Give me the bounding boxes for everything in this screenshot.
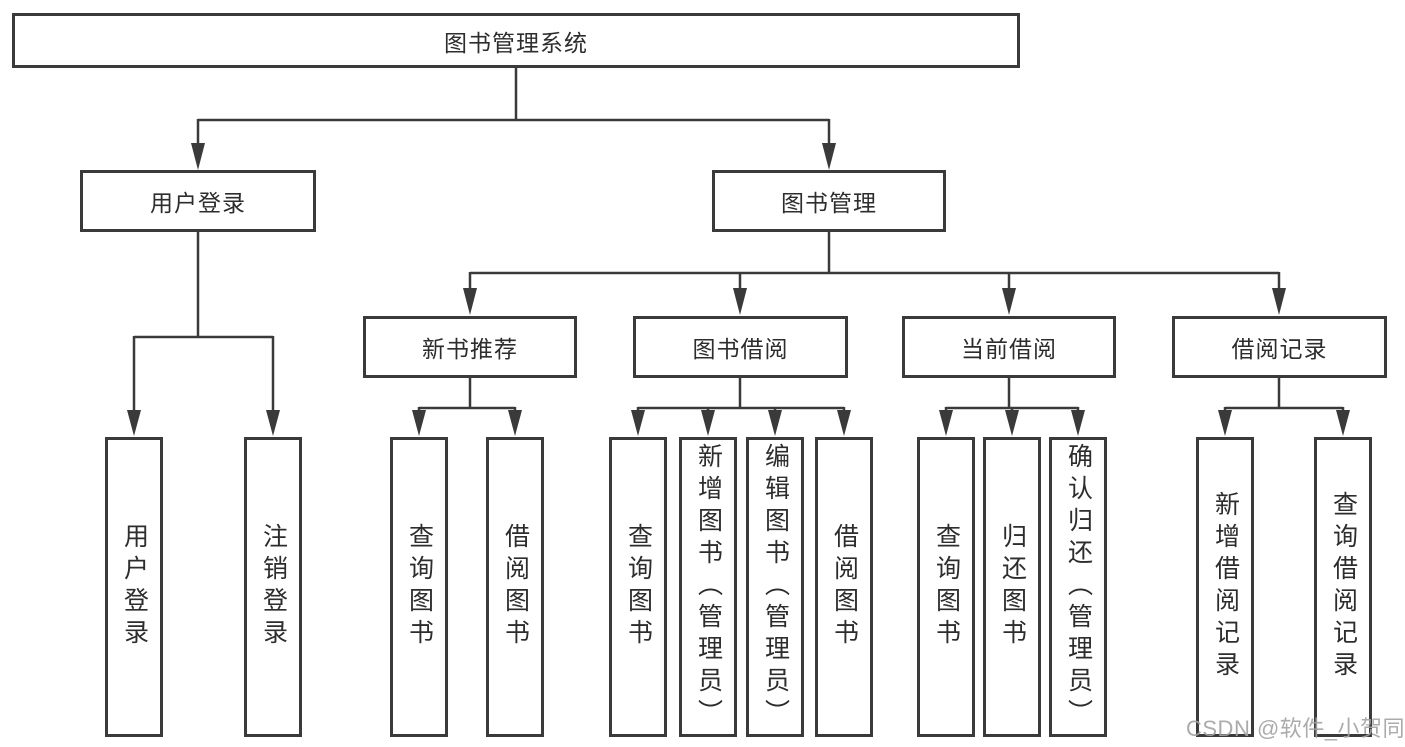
- leaf-user-login: 用户登录: [105, 437, 163, 737]
- leaf-recommend-query-books-label: 查询图书: [405, 523, 434, 651]
- leaf-current-return-books-label: 归还图书: [998, 523, 1027, 651]
- leaf-user-login-label: 用户登录: [120, 523, 149, 651]
- leaf-borrowing-query-books-label: 查询图书: [624, 523, 653, 651]
- leaf-current-query-books-label: 查询图书: [932, 523, 961, 651]
- leaf-borrowing-add-books-admin: 新增图书（管理员）: [679, 437, 737, 737]
- leaf-records-query-record-label: 查询借阅记录: [1329, 491, 1358, 683]
- node-borrowing-records: 借阅记录: [1172, 316, 1387, 378]
- leaf-recommend-query-books: 查询图书: [390, 437, 448, 737]
- leaf-current-return-books: 归还图书: [983, 437, 1041, 737]
- arrowheads: [127, 143, 1350, 436]
- csdn-watermark: CSDN @软件_小贺同学: [1186, 716, 1405, 741]
- leaf-logout-login-label: 注销登录: [259, 523, 288, 651]
- leaf-current-confirm-return-admin-label: 确认归还（管理员）: [1064, 443, 1093, 731]
- node-book-borrowing: 图书借阅: [633, 316, 848, 378]
- node-user-login: 用户登录: [80, 170, 316, 232]
- leaf-recommend-borrow-books: 借阅图书: [486, 437, 544, 737]
- leaf-logout-login: 注销登录: [244, 437, 302, 737]
- leaf-borrowing-borrow-books-label: 借阅图书: [830, 523, 859, 651]
- node-library-management-system: 图书管理系统: [12, 13, 1020, 68]
- leaf-borrowing-borrow-books: 借阅图书: [815, 437, 873, 737]
- leaf-current-query-books: 查询图书: [917, 437, 975, 737]
- leaf-records-add-record: 新增借阅记录: [1196, 437, 1254, 737]
- leaf-recommend-borrow-books-label: 借阅图书: [501, 523, 530, 651]
- leaf-borrowing-query-books: 查询图书: [609, 437, 667, 737]
- node-new-book-recommendation: 新书推荐: [363, 316, 577, 378]
- leaf-borrowing-edit-books-admin-label: 编辑图书（管理员）: [761, 443, 790, 731]
- leaf-records-add-record-label: 新增借阅记录: [1211, 491, 1240, 683]
- node-current-borrowing: 当前借阅: [902, 316, 1116, 378]
- leaf-borrowing-edit-books-admin: 编辑图书（管理员）: [746, 437, 804, 737]
- leaf-current-confirm-return-admin: 确认归还（管理员）: [1049, 437, 1107, 737]
- leaf-records-query-record: 查询借阅记录: [1314, 437, 1372, 737]
- node-book-management: 图书管理: [712, 170, 946, 232]
- leaf-borrowing-add-books-admin-label: 新增图书（管理员）: [694, 443, 723, 731]
